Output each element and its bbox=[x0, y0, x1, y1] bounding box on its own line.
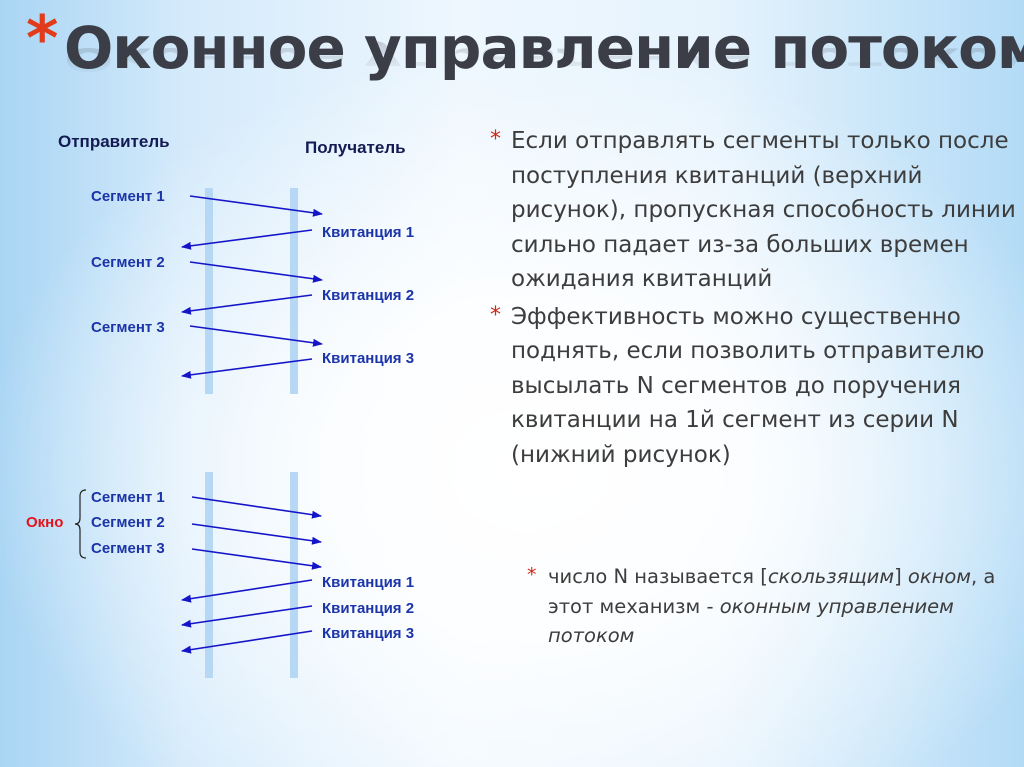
sub-text-part: число N называется [ bbox=[548, 565, 768, 588]
bottom-segment-3-arrow bbox=[191, 548, 322, 570]
bottom-segment-3-label: Сегмент 3 bbox=[91, 540, 165, 557]
top-segment-1-label: Сегмент 1 bbox=[91, 188, 165, 205]
bullet-item: * Если отправлять сегменты только после … bbox=[490, 124, 1020, 297]
bottom-segment-1-label: Сегмент 1 bbox=[91, 489, 165, 506]
top-ack-1-label: Квитанция 1 bbox=[322, 224, 415, 241]
window-label: Окно bbox=[26, 514, 64, 531]
top-segment-1-arrow bbox=[189, 195, 323, 217]
asterisk-bullet-icon: * bbox=[490, 302, 501, 328]
bottom-segment-1-arrow bbox=[191, 496, 322, 519]
asterisk-bullet-icon: * bbox=[527, 564, 537, 586]
top-ack-3-arrow bbox=[181, 358, 313, 379]
bottom-ack-1-arrow bbox=[181, 579, 313, 603]
sub-text-part: , а этот механизм - bbox=[548, 565, 996, 618]
slide-title: Оконное управление потоком bbox=[64, 14, 1024, 82]
bullet-text: Эффективность можно существенно поднять,… bbox=[511, 303, 985, 468]
top-ack-3-label: Квитанция 3 bbox=[322, 350, 415, 367]
bottom-ack-3-label: Квитанция 3 bbox=[322, 625, 415, 642]
window-brace-icon bbox=[74, 489, 87, 559]
bottom-segment-2-label: Сегмент 2 bbox=[91, 514, 165, 531]
top-ack-1-arrow bbox=[181, 229, 313, 250]
receiver-timeline-bar bbox=[290, 188, 298, 394]
term-sliding: скользящим bbox=[767, 565, 895, 588]
receiver-timeline-bar bbox=[290, 472, 298, 678]
term-window: окном bbox=[907, 565, 971, 588]
bottom-ack-2-arrow bbox=[181, 605, 313, 628]
asterisk-bullet-icon: * bbox=[490, 127, 501, 152]
sub-bullet-list: * число N называется [скользящим] окном,… bbox=[527, 562, 1007, 651]
top-ack-2-arrow bbox=[181, 294, 313, 315]
top-segment-3-arrow bbox=[189, 325, 323, 347]
receiver-header: Получатель bbox=[305, 138, 406, 157]
top-segment-2-label: Сегмент 2 bbox=[91, 254, 165, 271]
bottom-segment-2-arrow bbox=[191, 523, 322, 545]
sub-text-part: ] bbox=[894, 565, 908, 588]
sender-timeline-bar bbox=[205, 472, 213, 678]
sub-bullet-item: * число N называется [скользящим] окном,… bbox=[527, 562, 1007, 651]
bottom-ack-2-label: Квитанция 2 bbox=[322, 600, 415, 617]
bullet-text: Если отправлять сегменты только после по… bbox=[511, 128, 1016, 292]
top-ack-2-label: Квитанция 2 bbox=[322, 287, 415, 304]
slide-title-area: * Оконное управление потоком Оконное упр… bbox=[22, 2, 1024, 108]
bottom-ack-3-arrow bbox=[181, 630, 313, 654]
term-windowed-control: оконным управлением bbox=[719, 594, 954, 618]
title-asterisk-icon: * bbox=[26, 2, 59, 75]
bullet-item: * Эффективность можно существенно поднят… bbox=[490, 300, 1020, 473]
sender-timeline-bar bbox=[205, 188, 213, 394]
bottom-ack-1-label: Квитанция 1 bbox=[322, 574, 415, 591]
bullet-list: * Если отправлять сегменты только после … bbox=[490, 124, 1020, 475]
top-segment-3-label: Сегмент 3 bbox=[91, 319, 165, 336]
sender-header: Отправитель bbox=[58, 132, 170, 151]
term-flow: потоком bbox=[548, 624, 635, 647]
top-segment-2-arrow bbox=[189, 261, 323, 283]
